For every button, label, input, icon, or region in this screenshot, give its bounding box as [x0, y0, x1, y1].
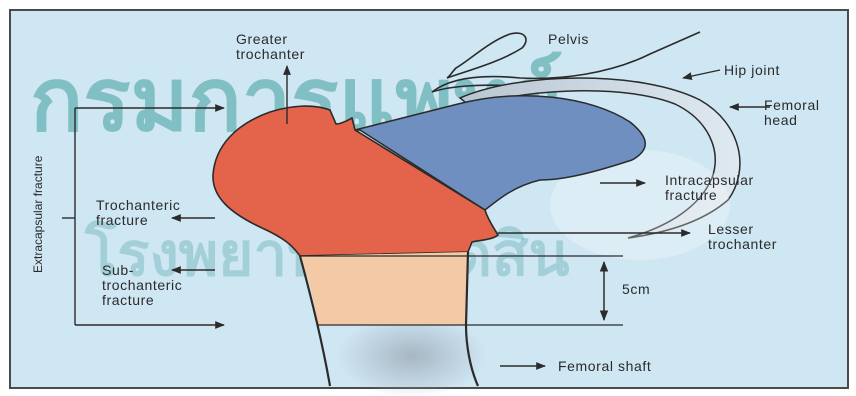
subtrochanteric-region: [300, 252, 468, 325]
extracapsular-fracture-label: Extracapsular fracture: [31, 155, 45, 273]
femoral-shaft-label: Femoral shaft: [558, 358, 651, 374]
hip-joint-label: Hip joint: [724, 62, 780, 78]
femoral-shaft-shading: [337, 314, 487, 396]
pelvis-label: Pelvis: [548, 31, 589, 47]
measurement-label: 5cm: [622, 281, 650, 297]
